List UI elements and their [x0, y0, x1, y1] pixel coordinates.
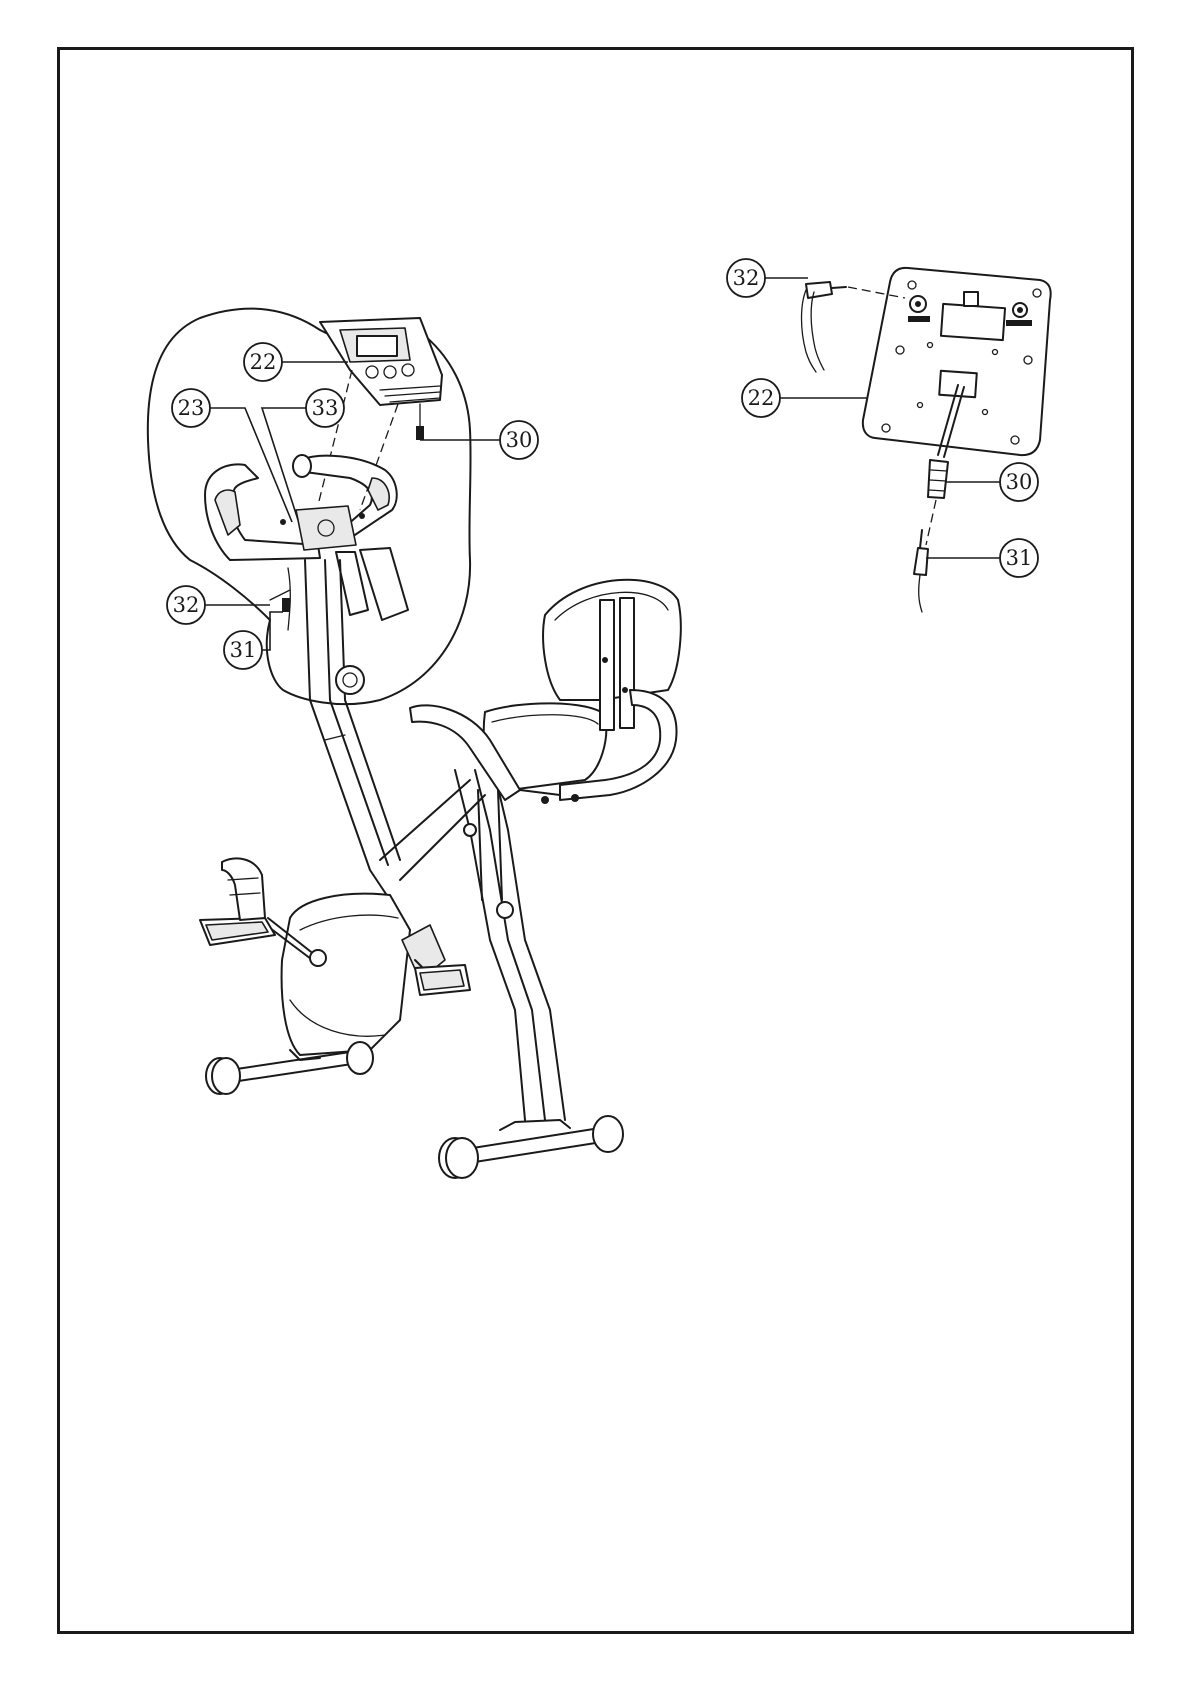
seat-assembly	[410, 580, 681, 900]
svg-text:22: 22	[250, 350, 277, 374]
callout-22-detail: 22	[742, 379, 868, 417]
callout-31-detail: 31	[926, 539, 1038, 577]
svg-text:22: 22	[748, 386, 775, 410]
exercise-bike-drawing	[148, 309, 681, 1178]
svg-text:32: 32	[733, 266, 760, 290]
rear-stabilizer	[439, 1116, 623, 1178]
callout-32-detail: 32	[727, 259, 808, 297]
callout-31-bike: 31	[224, 612, 283, 669]
callout-30-bike: 30	[420, 421, 538, 459]
svg-text:32: 32	[173, 593, 200, 617]
svg-text:30: 30	[1006, 470, 1033, 494]
callout-32-bike: 32	[167, 586, 270, 624]
svg-text:23: 23	[178, 396, 205, 420]
svg-text:31: 31	[1006, 546, 1033, 570]
svg-text:33: 33	[312, 396, 339, 420]
callout-30-detail: 30	[946, 463, 1038, 501]
front-stabilizer	[206, 1042, 373, 1094]
callout-22-bike: 22	[244, 343, 348, 381]
svg-text:31: 31	[230, 638, 257, 662]
svg-text:30: 30	[506, 428, 533, 452]
